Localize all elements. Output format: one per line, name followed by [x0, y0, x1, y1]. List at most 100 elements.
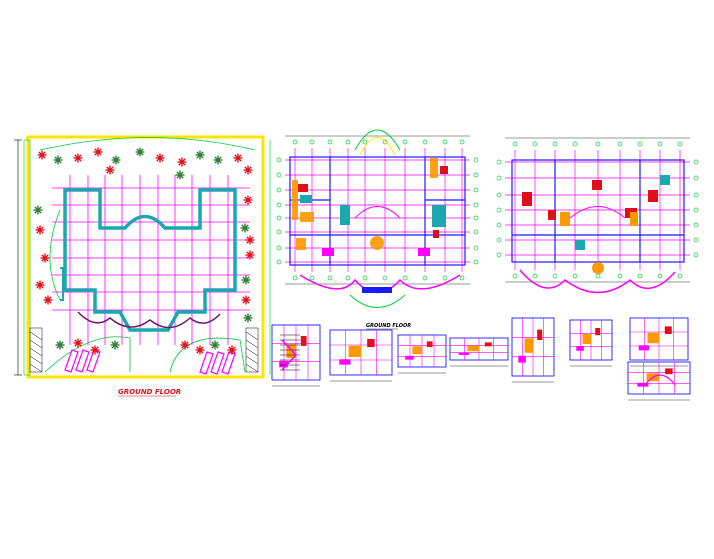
grid-bubble-icon: [595, 141, 601, 147]
grid-bubble-icon: [402, 275, 408, 281]
tree-icon: [175, 170, 185, 180]
grid-bubble-icon: [572, 141, 578, 147]
plan-a-title: GROUND FLOOR: [366, 323, 411, 329]
tree-icon: [241, 275, 251, 285]
grid-bubble-icon: [552, 141, 558, 147]
building-outline: [63, 188, 237, 332]
grid-bubble-icon: [345, 275, 351, 281]
property-boundary: [26, 135, 265, 379]
detail-plan: [569, 319, 613, 367]
grid-bubble-icon: [276, 245, 282, 251]
landscape-trees: [33, 147, 255, 355]
grid-bubble-icon: [637, 141, 643, 147]
grid-bubble-icon: [473, 245, 479, 251]
tree-icon: [195, 150, 205, 160]
grid-bubble-icon: [276, 202, 282, 208]
grid-bubble-icon: [677, 273, 683, 279]
tree-icon: [195, 345, 205, 355]
grid-bubble-icon: [693, 159, 699, 165]
grid-bubble-icon: [693, 175, 699, 181]
grid-bubble-icon: [595, 273, 601, 279]
tree-icon: [245, 235, 255, 245]
grid-bubble-icon: [693, 192, 699, 198]
tree-icon: [243, 195, 253, 205]
grid-bubble-icon: [617, 141, 623, 147]
detail-plan: [397, 334, 447, 374]
grid-bubble-icon: [309, 275, 315, 281]
grid-bubble-icon: [402, 139, 408, 145]
plan-a-grid: [276, 135, 479, 285]
grid-bubble-icon: [693, 237, 699, 243]
grid-bubble-icon: [617, 273, 623, 279]
boundary-wall-hatch: [29, 327, 259, 373]
grid-bubble-icon: [327, 275, 333, 281]
grid-bubble-icon: [512, 141, 518, 147]
grid-bubble-icon: [693, 252, 699, 258]
grid-bubble-icon: [442, 139, 448, 145]
grid-bubble-icon: [532, 141, 538, 147]
grid-bubble-icon: [459, 275, 465, 281]
floor-plan-ground: GROUND FLOOR: [276, 129, 479, 330]
tree-icon: [180, 340, 190, 350]
grid-bubble-icon: [327, 139, 333, 145]
detail-drawings: [271, 317, 691, 401]
tree-icon: [35, 280, 45, 290]
tree-icon: [245, 250, 255, 260]
floor-plan-first: [496, 137, 699, 294]
tree-icon: [90, 345, 100, 355]
tree-icon: [55, 340, 65, 350]
tree-icon: [43, 295, 53, 305]
grid-bubble-icon: [496, 207, 502, 213]
detail-plan: [627, 361, 691, 401]
grid-bubble-icon: [362, 139, 368, 145]
grid-bubble-icon: [382, 139, 388, 145]
detail-plan: [629, 317, 689, 367]
grid-bubble-icon: [473, 172, 479, 178]
grid-bubble-icon: [693, 207, 699, 213]
grid-bubble-icon: [532, 273, 538, 279]
grid-bubble-icon: [345, 139, 351, 145]
tree-icon: [35, 225, 45, 235]
grid-bubble-icon: [422, 275, 428, 281]
grid-bubble-icon: [292, 139, 298, 145]
tree-icon: [33, 205, 43, 215]
site-plan-title: GROUND FLOOR: [118, 388, 181, 396]
tree-icon: [73, 338, 83, 348]
grid-bubble-icon: [496, 237, 502, 243]
site-structural-grid: [52, 175, 250, 345]
detail-plan: [329, 329, 393, 382]
grid-bubble-icon: [276, 157, 282, 163]
tree-icon: [111, 155, 121, 165]
grid-bubble-icon: [276, 229, 282, 235]
grid-bubble-icon: [496, 252, 502, 258]
detail-plan: [271, 324, 321, 387]
grid-bubble-icon: [309, 139, 315, 145]
grid-bubble-icon: [552, 273, 558, 279]
grid-bubble-icon: [512, 273, 518, 279]
grid-bubble-icon: [496, 192, 502, 198]
tree-icon: [210, 340, 220, 350]
grid-bubble-icon: [473, 187, 479, 193]
grid-bubble-icon: [276, 187, 282, 193]
grid-bubble-icon: [422, 139, 428, 145]
tree-icon: [240, 223, 250, 233]
grid-bubble-icon: [572, 273, 578, 279]
tree-icon: [241, 295, 251, 305]
tree-icon: [155, 153, 165, 163]
stair-icon: [280, 334, 300, 371]
grid-bubble-icon: [276, 172, 282, 178]
tree-icon: [227, 345, 237, 355]
grid-bubble-icon: [496, 222, 502, 228]
grid-bubble-icon: [677, 141, 683, 147]
tree-icon: [233, 153, 243, 163]
tree-icon: [213, 155, 223, 165]
tree-icon: [93, 147, 103, 157]
tree-icon: [243, 313, 253, 323]
grid-bubble-icon: [382, 275, 388, 281]
grid-bubble-icon: [657, 273, 663, 279]
grid-bubble-icon: [496, 159, 502, 165]
tree-icon: [177, 157, 187, 167]
grid-bubble-icon: [473, 229, 479, 235]
grid-bubble-icon: [473, 259, 479, 265]
site-plan: GROUND FLOOR: [14, 135, 271, 397]
